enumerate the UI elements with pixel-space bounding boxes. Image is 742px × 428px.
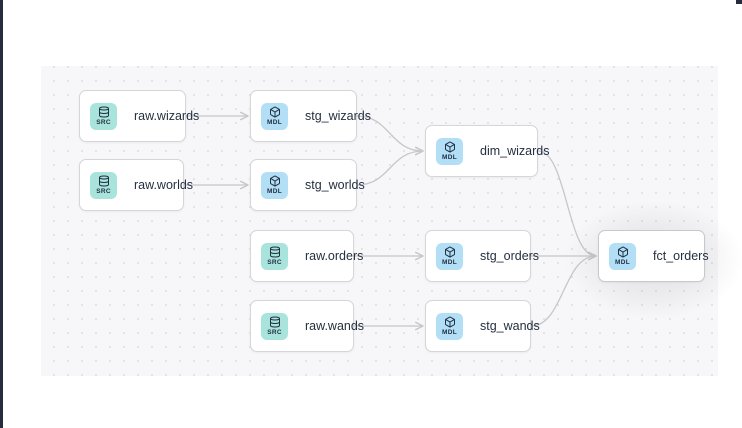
node-label: raw.wands: [305, 319, 365, 333]
node-label: raw.worlds: [134, 178, 194, 192]
node-raw.worlds[interactable]: SRC raw.worlds: [79, 159, 193, 211]
node-label: raw.wizards: [134, 109, 200, 123]
node-label: stg_worlds: [305, 178, 365, 192]
edge-stg_wands-to-fct_orders: [530, 251, 597, 327]
node-type-label: SRC: [96, 119, 111, 126]
database-icon: [269, 316, 281, 328]
node-type-label: MDL: [442, 329, 457, 336]
node-stg_wizards[interactable]: MDL stg_wizards: [250, 90, 371, 142]
node-type-badge: MDL: [261, 171, 288, 199]
edge-dim_wizards-to-fct_orders: [537, 150, 597, 261]
node-type-label: MDL: [267, 119, 282, 126]
node-fct_orders[interactable]: MDL fct_orders: [598, 230, 709, 282]
node-stg_worlds[interactable]: MDL stg_worlds: [250, 159, 365, 211]
node-type-badge: SRC: [90, 102, 117, 130]
node-type-label: MDL: [442, 154, 457, 161]
cube-icon: [269, 106, 281, 118]
node-type-label: MDL: [442, 259, 457, 266]
node-label: stg_orders: [480, 249, 540, 263]
node-raw.wands[interactable]: SRC raw.wands: [250, 300, 364, 352]
node-label: stg_wizards: [305, 109, 371, 123]
node-type-badge: MDL: [436, 312, 463, 340]
window-corner-speck: [736, 0, 742, 4]
window-edge: [0, 0, 3, 428]
node-label: dim_wizards: [480, 144, 550, 158]
node-stg_orders[interactable]: MDL stg_orders: [425, 230, 539, 282]
node-type-label: MDL: [615, 259, 630, 266]
node-raw.wizards[interactable]: SRC raw.wizards: [79, 90, 199, 142]
node-raw.orders[interactable]: SRC raw.orders: [250, 230, 363, 282]
edge-stg_worlds-to-dim_wizards: [356, 146, 424, 186]
node-type-badge: MDL: [436, 242, 463, 270]
node-type-label: SRC: [96, 188, 111, 195]
node-type-badge: MDL: [436, 137, 463, 165]
node-type-badge: SRC: [90, 171, 117, 199]
node-label: raw.orders: [305, 249, 364, 263]
cube-icon: [269, 175, 281, 187]
database-icon: [98, 106, 110, 118]
cube-icon: [444, 316, 456, 328]
node-dim_wizards[interactable]: MDL dim_wizards: [425, 125, 549, 177]
cube-icon: [444, 246, 456, 258]
node-type-label: MDL: [267, 188, 282, 195]
node-type-badge: SRC: [261, 242, 288, 270]
node-type-label: SRC: [267, 259, 282, 266]
node-label: stg_wands: [480, 319, 540, 333]
database-icon: [269, 246, 281, 258]
node-type-label: SRC: [267, 329, 282, 336]
node-type-badge: MDL: [261, 102, 288, 130]
database-icon: [98, 175, 110, 187]
node-type-badge: SRC: [261, 312, 288, 340]
node-stg_wands[interactable]: MDL stg_wands: [425, 300, 540, 352]
node-label: fct_orders: [653, 249, 709, 263]
node-type-badge: MDL: [609, 242, 636, 270]
cube-icon: [617, 246, 629, 258]
cube-icon: [444, 141, 456, 153]
